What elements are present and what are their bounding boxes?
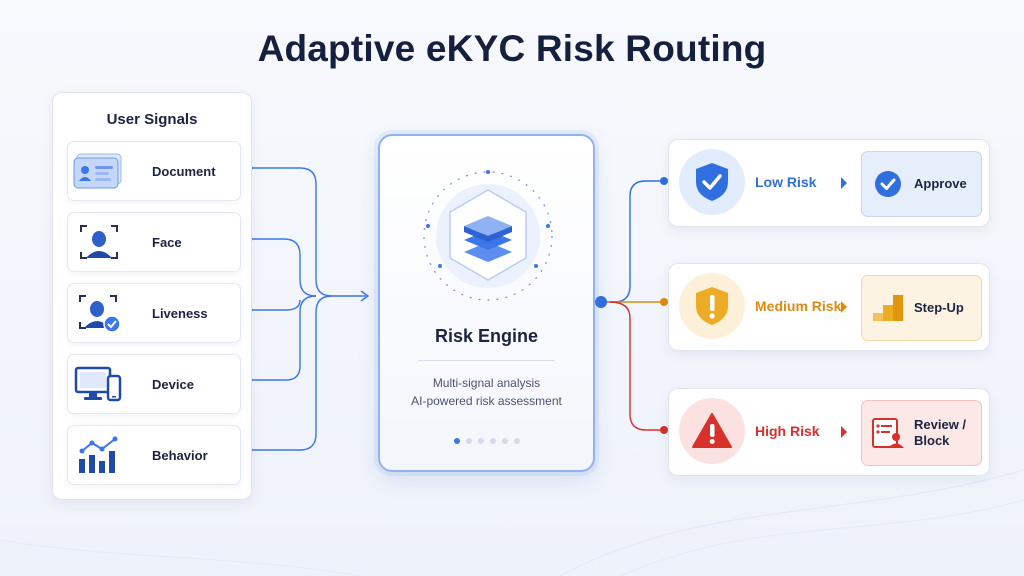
action-label-step-up: Step-Up <box>914 299 964 315</box>
pagination-dot[interactable] <box>465 438 472 444</box>
signal-card-document[interactable]: Document <box>67 141 241 201</box>
signal-card-face[interactable]: Face <box>67 212 241 272</box>
chevron-right-icon <box>841 426 847 438</box>
action-label-review-block: Review / Block <box>914 416 967 448</box>
engine-desc-line2: AI-powered risk assessment <box>411 394 562 408</box>
chevron-right-icon <box>841 301 847 313</box>
pagination-dot[interactable] <box>489 438 496 444</box>
behavior-chart-icon <box>68 425 130 485</box>
pagination-dot[interactable] <box>453 438 460 444</box>
outcome-high-risk[interactable]: High Risk Review / Block <box>668 388 990 476</box>
signal-label-liveness: Liveness <box>152 305 208 321</box>
chevron-right-icon <box>841 177 847 189</box>
user-signals-heading: User Signals <box>106 111 198 128</box>
review-block-icon <box>862 417 914 449</box>
signal-label-face: Face <box>152 234 182 250</box>
approve-action[interactable]: Approve <box>861 151 982 217</box>
shield-alert-icon <box>679 273 745 339</box>
page-title: Adaptive eKYC Risk Routing <box>257 28 767 69</box>
risk-label-medium: Medium Risk <box>755 298 842 314</box>
outcome-low-risk[interactable]: Low Risk Approve <box>668 139 990 227</box>
risk-label-high: High Risk <box>755 423 820 439</box>
check-circle-icon <box>862 170 914 198</box>
face-scan-icon <box>68 212 130 272</box>
action-label-approve: Approve <box>914 175 967 191</box>
liveness-check-icon <box>68 283 130 343</box>
risk-engine-card[interactable]: Risk Engine Multi-signal analysis AI-pow… <box>378 134 595 472</box>
signal-card-device[interactable]: Device <box>67 354 241 414</box>
shield-check-icon <box>679 149 745 215</box>
devices-icon <box>68 354 130 414</box>
id-card-icon <box>68 141 130 201</box>
engine-desc-line1: Multi-signal analysis <box>432 376 541 390</box>
steps-icon <box>862 293 914 323</box>
risk-engine-title: Risk Engine <box>434 326 539 346</box>
step-up-action[interactable]: Step-Up <box>861 275 982 341</box>
pagination-dot[interactable] <box>477 438 484 444</box>
layered-stack-icon <box>408 166 568 321</box>
user-signals-panel: User Signals Document Face <box>52 92 252 500</box>
pagination-dot[interactable] <box>513 438 520 444</box>
outcome-medium-risk[interactable]: Medium Risk Step-Up <box>668 263 990 351</box>
pagination-dot[interactable] <box>501 438 508 444</box>
signal-card-liveness[interactable]: Liveness <box>67 283 241 343</box>
signal-label-document: Document <box>152 163 216 179</box>
warning-triangle-icon <box>679 398 745 464</box>
risk-label-low: Low Risk <box>755 174 817 190</box>
divider <box>418 360 555 361</box>
review-block-action[interactable]: Review / Block <box>861 400 982 466</box>
signal-label-device: Device <box>152 376 194 392</box>
signal-card-behavior[interactable]: Behavior <box>67 425 241 485</box>
signal-label-behavior: Behavior <box>152 447 208 463</box>
pagination-dots[interactable] <box>380 438 593 444</box>
